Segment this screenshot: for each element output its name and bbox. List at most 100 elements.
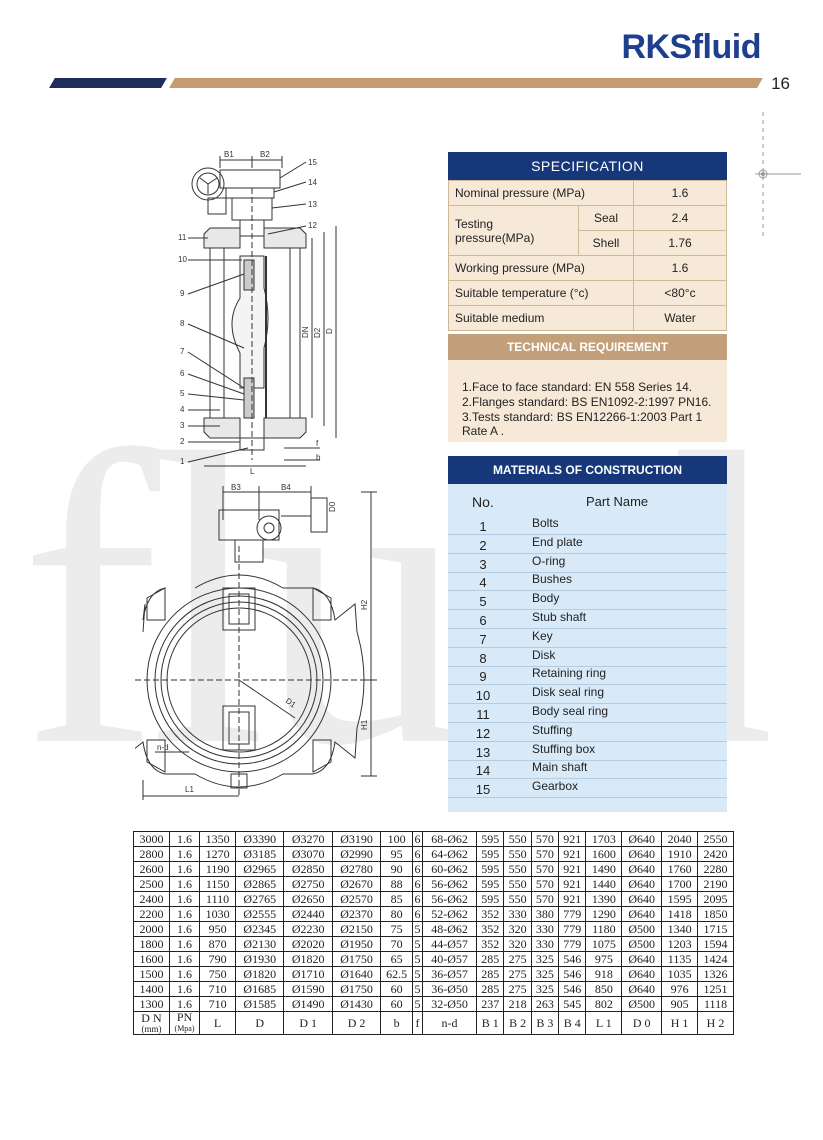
dimension-cell: 90 — [380, 861, 413, 877]
dimension-cell: 1440 — [585, 876, 623, 892]
dimension-cell: Ø3070 — [283, 846, 333, 862]
dimension-cell: 1150 — [199, 876, 237, 892]
dimension-cell: 1600 — [585, 846, 623, 862]
dim-header-col: D 0 — [621, 1011, 663, 1035]
dimension-cell: Ø2345 — [235, 921, 285, 937]
label-d2: D2 — [313, 327, 322, 338]
material-no: 13 — [475, 744, 491, 760]
dimension-cell: Ø2650 — [283, 891, 333, 907]
dimension-cell: 95 — [380, 846, 413, 862]
dim-header-col: B 1 — [476, 1011, 505, 1035]
material-no: 12 — [475, 725, 491, 741]
dimension-cell: Ø1930 — [235, 951, 285, 967]
dimension-cell: 790 — [199, 951, 237, 967]
label-b2: B2 — [260, 150, 270, 159]
dimension-cell: Ø500 — [621, 936, 663, 952]
dimension-cell: 550 — [503, 831, 532, 847]
dimension-cell: 275 — [503, 966, 532, 982]
dimension-cell: Ø640 — [621, 831, 663, 847]
dimension-cell: 5 — [411, 981, 423, 997]
dimension-cell: 352 — [476, 906, 505, 922]
dimension-cell: 1400 — [133, 981, 170, 997]
dimension-cell: 237 — [476, 996, 505, 1012]
material-name: Key — [532, 628, 553, 643]
label-nd: n-d — [157, 743, 169, 752]
dimension-cell: 100 — [380, 831, 413, 847]
dimensions-header-row: D N(mm) PN(Mpa) L D D 1 D 2 b f n-d B 1 … — [133, 1010, 734, 1035]
dim-header-col: H 2 — [697, 1011, 734, 1035]
dimension-cell: 1118 — [697, 996, 734, 1012]
spec-seal-value: 2.4 — [633, 205, 727, 231]
dimension-cell: Ø1820 — [283, 951, 333, 967]
dimension-cell: 1340 — [661, 921, 699, 937]
callout-7: 7 — [180, 347, 185, 356]
header-bar-tan — [169, 78, 763, 88]
materials-no-header: No. — [472, 494, 494, 510]
dimension-cell: 6 — [411, 846, 423, 862]
callout-1: 1 — [180, 457, 185, 466]
material-name: Body seal ring — [532, 704, 609, 718]
dimension-cell: 710 — [199, 996, 237, 1012]
callout-2: 2 — [180, 437, 185, 446]
spec-nominal-label: Nominal pressure (MPa) — [448, 180, 634, 206]
label-h1: H1 — [360, 719, 369, 730]
dimension-cell: Ø1585 — [235, 996, 285, 1012]
dimension-cell: Ø2130 — [235, 936, 285, 952]
dimension-cell: Ø500 — [621, 921, 663, 937]
material-no: 8 — [479, 650, 487, 666]
spec-seal-label: Seal — [578, 205, 634, 231]
dim-header-col: D 1 — [283, 1011, 333, 1035]
dimension-cell: 330 — [530, 936, 560, 952]
dimension-cell: Ø640 — [621, 951, 663, 967]
technical-requirement-title: TECHNICAL REQUIREMENT — [448, 334, 727, 360]
dimension-cell: 1.6 — [168, 966, 201, 982]
spec-temp-label: Suitable temperature (°c) — [448, 280, 634, 306]
dim-header-pn-label: PN — [176, 1010, 193, 1024]
dimension-cell: 545 — [558, 996, 587, 1012]
dimension-cell: 546 — [558, 951, 587, 967]
dimension-cell: 1.6 — [168, 921, 201, 937]
dimension-cell: Ø640 — [621, 981, 663, 997]
dimension-cell: 1251 — [697, 981, 734, 997]
material-name: Body — [532, 591, 560, 606]
dimension-cell: 546 — [558, 966, 587, 982]
material-no: 10 — [475, 688, 491, 704]
dimension-cell: Ø3190 — [331, 831, 382, 847]
dim-header-col: L — [199, 1011, 237, 1035]
callout-6: 6 — [180, 369, 185, 378]
label-dn: DN — [301, 326, 310, 338]
callout-5: 5 — [180, 389, 185, 398]
dimension-cell: 976 — [661, 981, 699, 997]
dimension-cell: Ø640 — [621, 891, 663, 907]
dimension-cell: 1203 — [661, 936, 699, 952]
dimension-cell: Ø2750 — [283, 876, 333, 892]
dim-header-col: f — [411, 1011, 423, 1035]
dimension-cell: 905 — [661, 996, 699, 1012]
dimension-cell: 1715 — [697, 921, 734, 937]
dimension-cell: 870 — [199, 936, 237, 952]
dimension-cell: Ø640 — [621, 966, 663, 982]
dim-header-col: n-d — [421, 1011, 478, 1035]
dimension-cell: 6 — [411, 906, 423, 922]
callout-10: 10 — [178, 255, 187, 264]
label-b4: B4 — [281, 483, 291, 492]
dimension-cell: 275 — [503, 951, 532, 967]
dimension-cell: 32-Ø50 — [421, 996, 478, 1012]
callout-4: 4 — [180, 405, 185, 414]
dimension-cell: 325 — [530, 966, 560, 982]
callout-12: 12 — [308, 221, 317, 230]
material-name: End plate — [532, 534, 583, 549]
dimension-cell: 1.6 — [168, 891, 201, 907]
dimension-cell: Ø2765 — [235, 891, 285, 907]
material-name: Stub shaft — [532, 610, 587, 624]
material-name: Retaining ring — [532, 666, 607, 681]
dimension-cell: 85 — [380, 891, 413, 907]
dimension-cell: 921 — [558, 876, 587, 892]
dimension-cell: Ø2670 — [331, 876, 382, 892]
dimension-cell: 1.6 — [168, 861, 201, 877]
material-name: Bushes — [532, 572, 573, 587]
dimension-cell: 779 — [558, 921, 587, 937]
